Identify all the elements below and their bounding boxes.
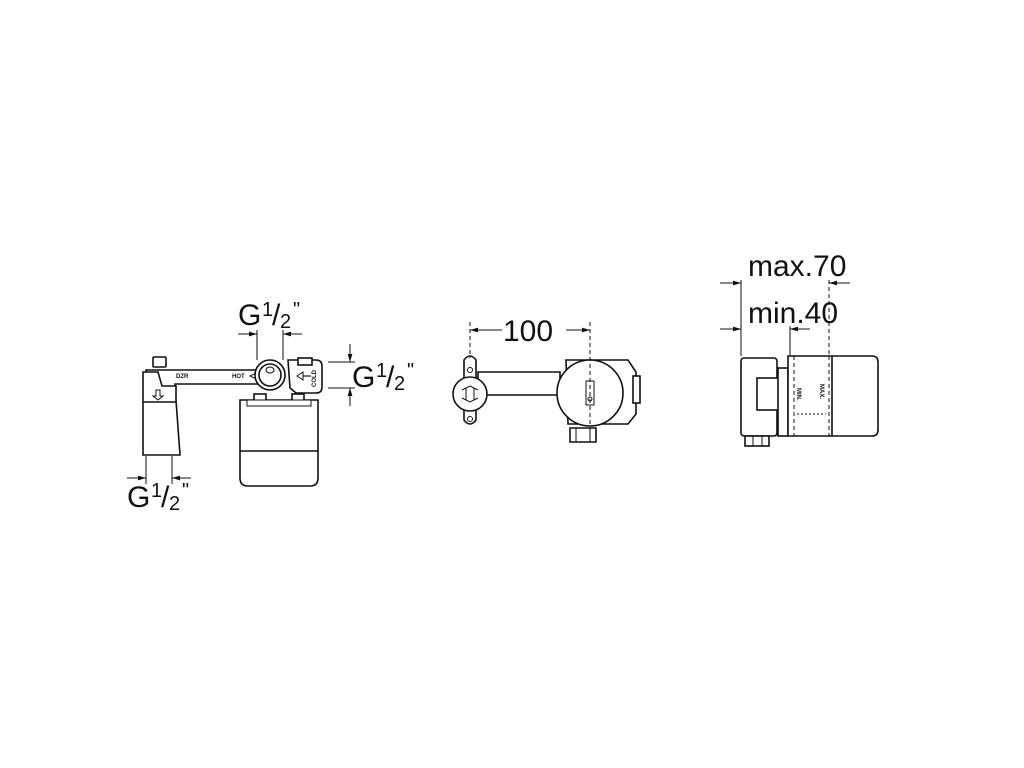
- dimension-bottom-connection: G 1 / 2 ": [127, 480, 189, 515]
- side-view: MIN. MAX.: [740, 355, 879, 447]
- dimension-min-depth: min.40: [748, 297, 838, 330]
- svg-text:/: /: [161, 481, 170, 514]
- svg-text:": ": [293, 299, 300, 321]
- svg-text:/: /: [386, 361, 395, 394]
- max-label: MAX.: [818, 384, 824, 399]
- svg-text:1: 1: [376, 360, 387, 382]
- hot-label: HOT: [232, 374, 245, 380]
- front-dimensions: [127, 330, 355, 484]
- svg-text:G: G: [238, 299, 261, 332]
- svg-text:": ": [182, 480, 189, 502]
- svg-text:1: 1: [151, 480, 162, 502]
- svg-text:2: 2: [169, 493, 180, 515]
- dimension-right-connection: G 1 / 2 ": [352, 360, 414, 395]
- top-dimensions: [469, 322, 591, 430]
- svg-text:2: 2: [280, 311, 291, 333]
- min-label: MIN.: [795, 388, 801, 401]
- dimension-top-connection: G 1 / 2 ": [238, 299, 300, 333]
- side-dimensions: [720, 280, 850, 356]
- top-view: [452, 355, 641, 443]
- svg-text:G: G: [352, 361, 375, 394]
- dimension-max-depth: max.70: [748, 250, 846, 283]
- svg-text:2: 2: [394, 373, 405, 395]
- dimension-center-distance: 100: [503, 315, 553, 348]
- svg-text:/: /: [272, 299, 281, 332]
- svg-text:1: 1: [262, 299, 273, 321]
- front-view: DZR HOT COLD: [142, 356, 323, 487]
- dzr-label: DZR: [176, 374, 189, 380]
- svg-text:G: G: [127, 481, 150, 514]
- svg-text:": ": [407, 360, 414, 382]
- cold-label: COLD: [312, 369, 318, 387]
